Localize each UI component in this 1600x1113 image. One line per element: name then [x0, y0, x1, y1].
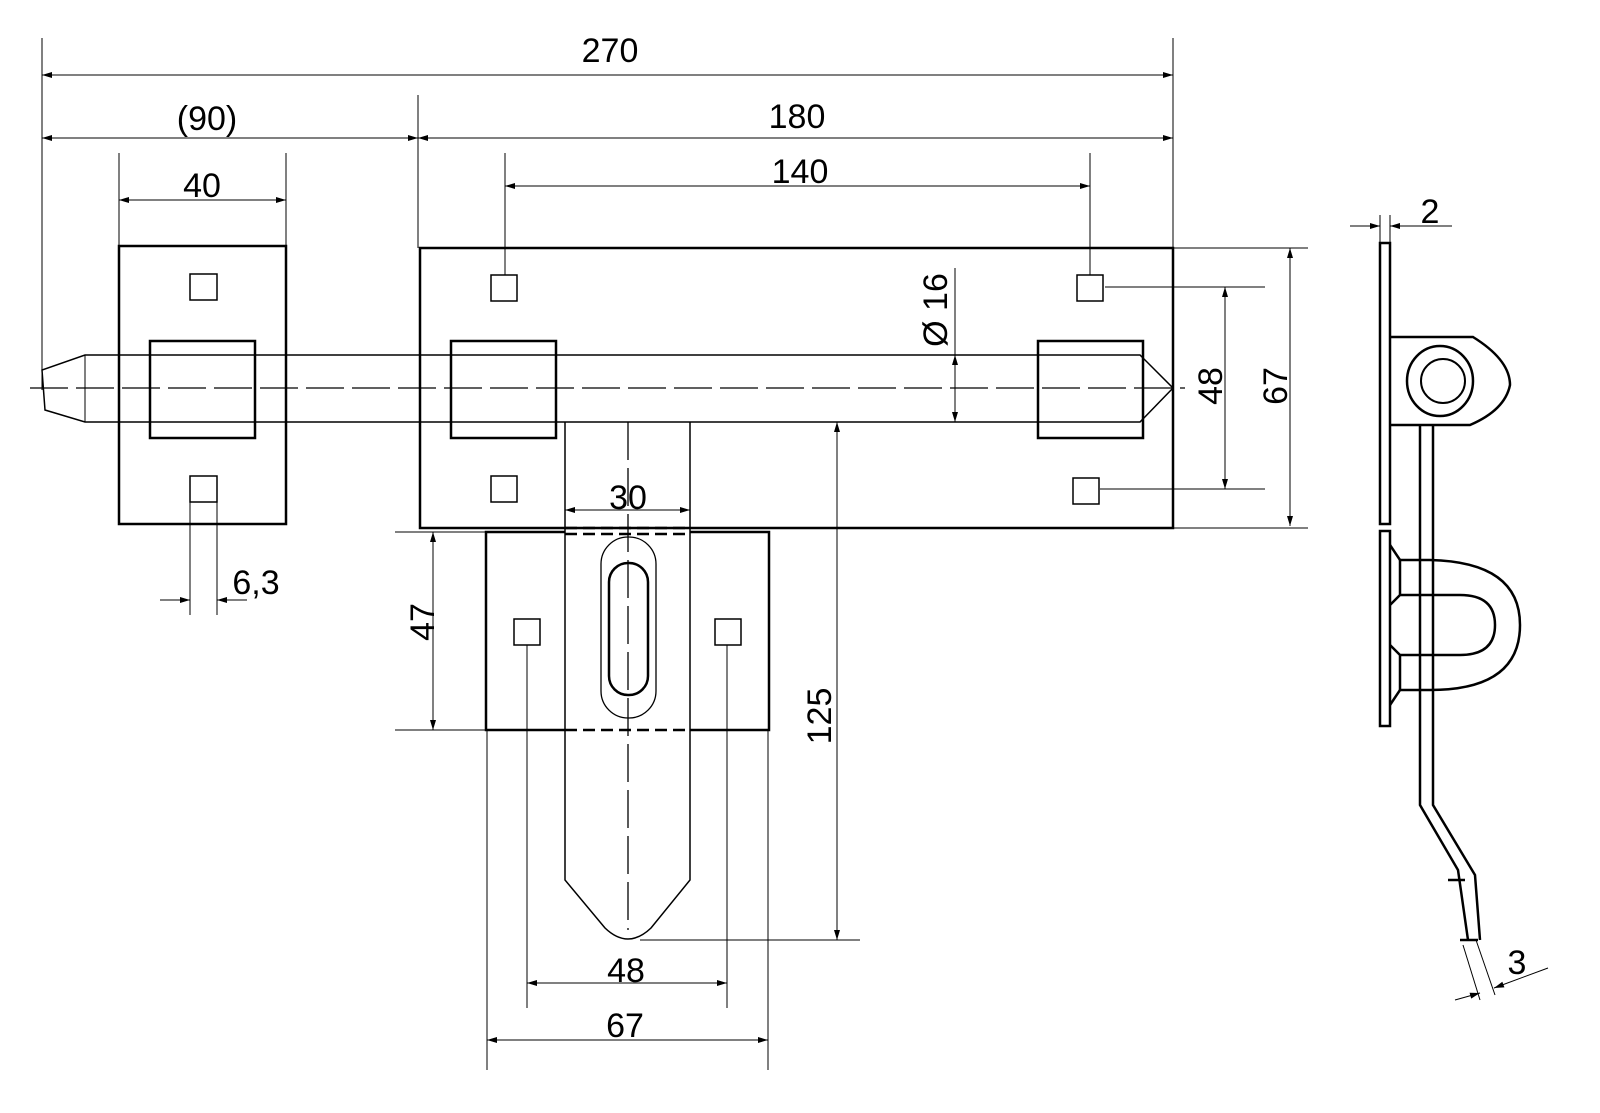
- dim-bolt-diameter: Ø 16: [917, 273, 955, 347]
- dim-overall-length: 270: [582, 32, 639, 70]
- dimension-lines: [42, 72, 1549, 1043]
- catch-plate: [484, 526, 771, 732]
- dim-handle-thickness: 3: [1508, 944, 1527, 982]
- extension-lines: [41, 38, 1391, 1070]
- dim-hole-size: 6,3: [232, 564, 279, 602]
- dim-hole-spacing: 140: [772, 153, 829, 191]
- dim-plate-length: 180: [769, 98, 826, 136]
- dim-handle-width: 30: [609, 479, 647, 517]
- dim-handle-length: 125: [801, 688, 839, 745]
- bolt-rod: [30, 339, 1185, 440]
- small-plate: [117, 244, 288, 526]
- dim-hole-vertical-spacing: 48: [1192, 367, 1230, 405]
- side-view: [1378, 241, 1522, 942]
- dim-catch-width: 67: [606, 1007, 644, 1045]
- handle: [564, 422, 691, 940]
- dim-plate-thickness: 2: [1421, 193, 1440, 231]
- dim-catch-height: 47: [404, 603, 442, 641]
- dim-small-plate-width: 40: [183, 167, 221, 205]
- dim-plate-height: 67: [1257, 367, 1295, 405]
- dim-offset-left: (90): [177, 100, 237, 138]
- dim-catch-hole-spacing: 48: [607, 952, 645, 990]
